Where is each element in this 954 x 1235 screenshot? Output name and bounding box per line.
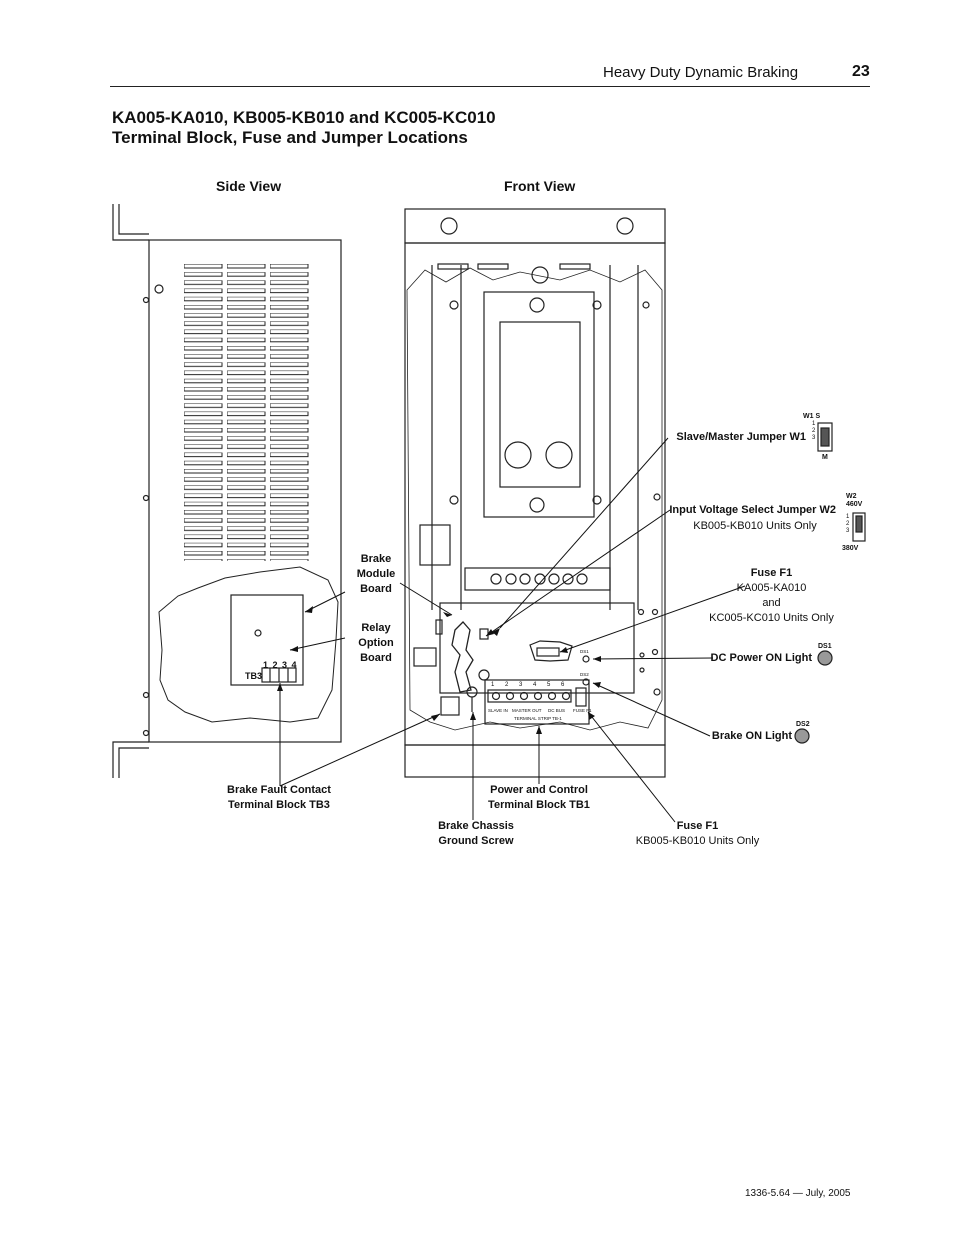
- tb1-group-fuse: FUSE F1: [573, 708, 592, 713]
- board-ds1-label: DS1: [580, 649, 589, 654]
- header-rule: [110, 86, 870, 87]
- dc-power-label: DC Power ON Light: [680, 651, 812, 666]
- relay-option-label: Relay Option Board: [352, 621, 400, 666]
- relay-option-line-1: Relay: [361, 622, 391, 634]
- brake-chassis-label: Brake Chassis Ground Screw: [420, 819, 532, 849]
- slave-master-label: Slave/Master Jumper W1: [640, 430, 806, 445]
- w1-m: M: [822, 454, 828, 461]
- fuse-f1-top-label: Fuse F1 KA005-KA010 and KC005-KC010 Unit…: [694, 566, 849, 626]
- relay-option-board: [230, 594, 304, 686]
- tb1-terminal-2: 2: [505, 682, 509, 688]
- w1-pin-3: 3: [812, 435, 816, 441]
- tb1-terminal-5: 5: [547, 682, 551, 688]
- w2-pin-2: 2: [846, 521, 850, 527]
- relay-option-line-2: Option: [358, 637, 394, 649]
- tb1-strip-label: TERMINAL STRIP TB-1: [514, 716, 562, 721]
- relay-option-line-3: Board: [360, 652, 392, 664]
- w1-pins: 1 2 3: [812, 421, 815, 442]
- side-view-label: Side View: [216, 178, 282, 194]
- tb3-label: TB3: [245, 671, 263, 681]
- w2-380v: 380V: [842, 545, 859, 552]
- power-control-line-1: Power and Control: [490, 784, 588, 796]
- w2-460v: 460V: [846, 501, 863, 508]
- page-title: KA005-KA010, KB005-KB010 and KC005-KC010…: [112, 108, 496, 148]
- fuse-f1-top-sub-1: KA005-KA010: [736, 582, 807, 594]
- running-header-title: Heavy Duty Dynamic Braking: [603, 64, 799, 81]
- tb1-terminal-3: 3: [519, 682, 523, 688]
- ds1-label: DS1: [818, 643, 832, 650]
- dc-power-text: DC Power ON Light: [710, 652, 812, 664]
- brake-fault-label: Brake Fault Contact Terminal Block TB3: [215, 783, 343, 813]
- fuse-f1-bottom-sub: KB005-KB010 Units Only: [635, 835, 760, 847]
- input-voltage-sub: KB005-KB010 Units Only: [693, 520, 817, 532]
- ds1-lamp: [817, 650, 833, 666]
- side-view-drawing: [112, 204, 342, 778]
- brake-module-label: Brake Module Board: [352, 552, 400, 597]
- input-voltage-text: Input Voltage Select Jumper W2: [669, 504, 836, 516]
- fuse-f1-bottom-label: Fuse F1 KB005-KB010 Units Only: [625, 819, 770, 849]
- w2-pin-3: 3: [846, 528, 850, 534]
- tb1-group-master: MASTER OUT: [512, 708, 542, 713]
- vent-slots: [184, 264, 312, 561]
- front-view-label: Front View: [504, 178, 576, 194]
- ds2-label: DS2: [796, 721, 810, 728]
- tb1-group-dcbus: DC BUS: [548, 708, 565, 713]
- tb1-terminal-4: 4: [533, 682, 537, 688]
- brake-on-text: Brake ON Light: [711, 730, 792, 742]
- slave-master-text: Slave/Master Jumper W1: [676, 431, 806, 443]
- ds2-lamp: [794, 728, 810, 744]
- page-number: 23: [852, 63, 870, 80]
- brake-chassis-line-1: Brake Chassis: [438, 820, 514, 832]
- tb1-terminal-1: 1: [491, 682, 495, 688]
- footer-doc-id: 1336-5.64 — July, 2005: [745, 1188, 851, 1199]
- w2-title: W2: [846, 493, 857, 500]
- tb3-numbers: 1 2 3 4: [263, 660, 298, 670]
- brake-fault-line-2: Terminal Block TB3: [228, 799, 330, 811]
- brake-module-line-3: Board: [360, 583, 392, 595]
- brake-chassis-line-2: Ground Screw: [438, 835, 514, 847]
- w2-header: W2 460V: [846, 493, 862, 509]
- power-control-line-2: Terminal Block TB1: [488, 799, 590, 811]
- input-voltage-label: Input Voltage Select Jumper W2: [640, 503, 836, 518]
- fuse-f1-top-title: Fuse F1: [750, 567, 793, 579]
- w1-pin-1: 1: [812, 421, 816, 427]
- brake-fault-line-1: Brake Fault Contact: [227, 784, 331, 796]
- w1-pin-2: 2: [812, 428, 816, 434]
- title-line-2: Terminal Block, Fuse and Jumper Location…: [112, 128, 468, 147]
- tb1-group-slave: SLAVE IN: [488, 708, 508, 713]
- title-line-1: KA005-KA010, KB005-KB010 and KC005-KC010: [112, 108, 496, 127]
- callout-leaders: [279, 437, 746, 823]
- w1-jumper-detail: [817, 422, 833, 452]
- fuse-f1-top-sub-3: KC005-KC010 Units Only: [709, 612, 834, 624]
- fuse-f1-bottom-title: Fuse F1: [676, 820, 719, 832]
- brake-module-line-1: Brake: [360, 553, 392, 565]
- tb1-block: [484, 679, 590, 725]
- w2-jumper-detail: [852, 512, 866, 542]
- callout-arrowheads: [277, 606, 601, 734]
- board-ds2-label: DS2: [580, 672, 589, 677]
- w1-header: W1 S: [803, 413, 821, 420]
- fuse-f1-top-sub-2: and: [762, 597, 781, 609]
- front-view-drawing: [404, 208, 666, 778]
- tb1-terminal-6: 6: [561, 682, 565, 688]
- brake-module-line-2: Module: [356, 568, 396, 580]
- power-control-label: Power and Control Terminal Block TB1: [475, 783, 603, 813]
- w2-pins: 1 2 3: [846, 514, 849, 535]
- w2-pin-1: 1: [846, 514, 850, 520]
- brake-on-label: Brake ON Light: [680, 729, 792, 744]
